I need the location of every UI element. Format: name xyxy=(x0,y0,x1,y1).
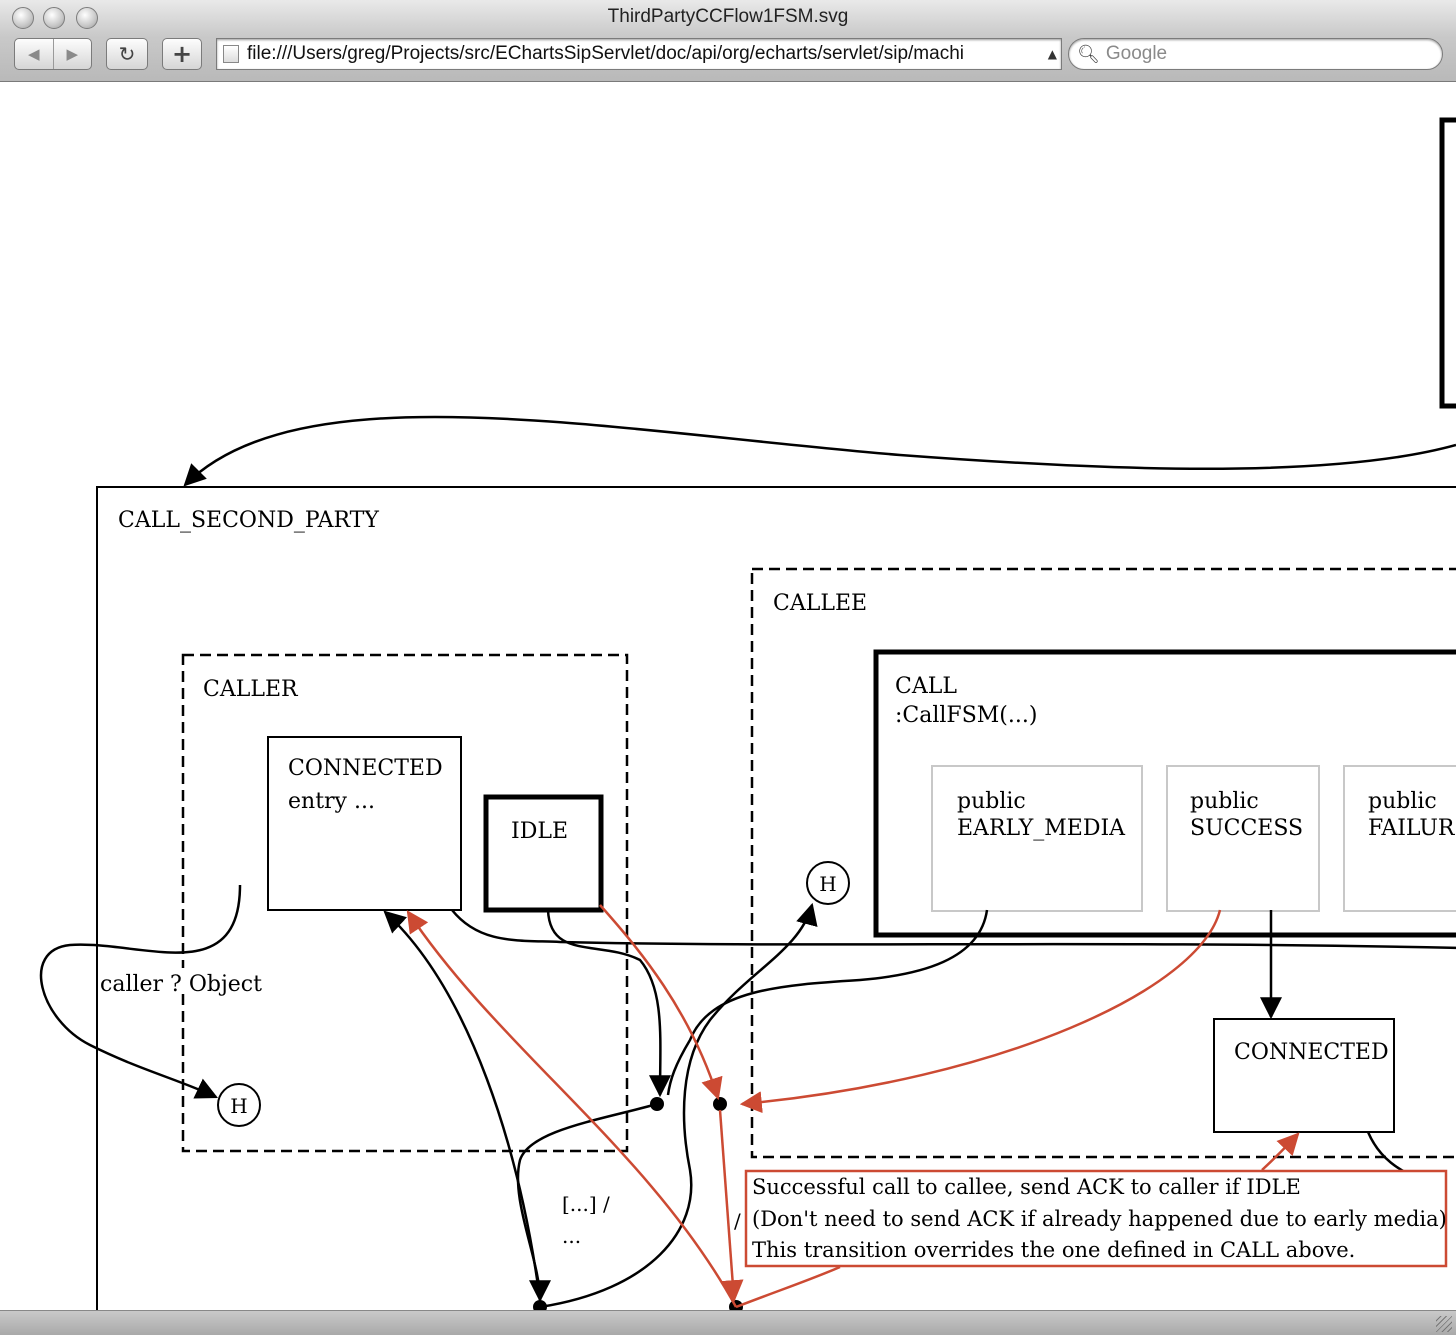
state-callee-connected-label: CONNECTED xyxy=(1234,1040,1389,1065)
transition-edge xyxy=(539,902,818,1309)
state-call-label: CALL xyxy=(895,674,957,699)
reload-button[interactable]: ↻ xyxy=(106,38,148,70)
add-bookmark-button[interactable]: + xyxy=(162,38,202,70)
exit-state-failure-label: FAILUR xyxy=(1368,816,1456,841)
resize-grip-icon[interactable] xyxy=(1436,1316,1452,1332)
history-node-caller xyxy=(217,1083,261,1127)
exit-state-early-media-modifier: public xyxy=(957,789,1026,814)
junction-dot xyxy=(713,1097,727,1111)
minimize-window-icon[interactable] xyxy=(43,7,65,29)
transition-note-line3: This transition overrides the one define… xyxy=(752,1238,1355,1262)
highlighted-transition-edge xyxy=(599,904,723,1101)
transition-label-slash: / xyxy=(734,1209,741,1233)
transition-edge xyxy=(666,909,989,1096)
state-call-type: :CallFSM(...) xyxy=(895,703,1037,728)
highlighted-transition-edge xyxy=(1261,1132,1300,1171)
history-node-caller-label: H xyxy=(230,1094,247,1118)
history-node-callee-label: H xyxy=(819,872,836,896)
transition-note xyxy=(744,1169,1448,1268)
highlighted-transition-edge xyxy=(739,909,1222,1114)
window-title: ThirdPartyCCFlow1FSM.svg xyxy=(607,6,849,27)
plus-icon: + xyxy=(171,40,193,68)
state-machine-diagram: CALL_SECOND_PARTY CALLEE CALLER CONNECTE… xyxy=(39,117,1456,1310)
address-bar[interactable]: file:///Users/greg/Projects/src/EChartsS… xyxy=(216,38,1062,70)
exit-state-early-media xyxy=(931,765,1143,912)
transition-edge xyxy=(39,884,242,1099)
transition-edge xyxy=(383,910,542,1301)
exit-state-success-label: SUCCESS xyxy=(1190,816,1303,841)
search-icon[interactable]: 🔍︎ xyxy=(1077,43,1100,65)
state-idle xyxy=(483,794,604,913)
back-arrow-icon[interactable]: ◀ xyxy=(27,45,40,63)
highlighted-transition-edge xyxy=(406,910,738,1308)
highlighted-transition-edge xyxy=(735,1265,841,1309)
state-callee-connected xyxy=(1213,1018,1395,1133)
transition-label-action: ... xyxy=(562,1224,581,1248)
state-caller-connected-label: CONNECTED xyxy=(288,756,443,781)
back-forward-buttons: ◀ ▶ xyxy=(14,38,92,70)
offscreen-state-box xyxy=(1439,117,1456,409)
state-caller-connected xyxy=(267,736,462,911)
transition-label-caller-object: caller ? Object xyxy=(100,972,262,997)
close-window-icon[interactable] xyxy=(12,7,34,29)
transition-label-guard: [...] / xyxy=(562,1192,610,1216)
transition-edge xyxy=(183,415,1456,487)
url-text[interactable]: file:///Users/greg/Projects/src/EChartsS… xyxy=(247,43,964,64)
exit-state-failure-modifier: public xyxy=(1368,789,1437,814)
state-caller-connected-entry: entry ... xyxy=(288,789,375,814)
transition-note-line1: Successful call to callee, send ACK to c… xyxy=(752,1175,1301,1199)
transition-note-line2: (Don't need to send ACK if already happe… xyxy=(752,1207,1447,1231)
highlighted-transition-edge xyxy=(718,1109,744,1303)
reload-icon: ↻ xyxy=(118,42,136,66)
exit-state-failure xyxy=(1343,765,1456,912)
state-call xyxy=(873,649,1456,938)
transition-edge xyxy=(451,909,1456,950)
state-callee xyxy=(750,567,1456,1159)
file-page-icon xyxy=(223,45,239,63)
state-idle-label: IDLE xyxy=(511,819,568,844)
label-background xyxy=(100,968,250,994)
history-node-callee xyxy=(806,861,850,905)
state-call-second-party-label: CALL_SECOND_PARTY xyxy=(118,508,379,533)
window-status-bar xyxy=(0,1310,1456,1335)
exit-state-success xyxy=(1166,765,1320,912)
search-placeholder: Google xyxy=(1105,43,1168,64)
exit-state-early-media-label: EARLY_MEDIA xyxy=(957,816,1126,841)
exit-state-success-modifier: public xyxy=(1190,789,1259,814)
window-titlebar: ThirdPartyCCFlow1FSM.svg ◀ ▶ ↻ + file://… xyxy=(0,0,1456,82)
zoom-window-icon[interactable] xyxy=(76,7,98,29)
transition-edge xyxy=(546,909,672,1098)
state-callee-label: CALLEE xyxy=(773,591,867,616)
state-caller xyxy=(181,653,629,1153)
back-forward-divider xyxy=(52,39,54,69)
forward-arrow-icon[interactable]: ▶ xyxy=(66,45,79,63)
state-call-second-party xyxy=(96,486,1456,1310)
search-field[interactable]: 🔍︎ Google xyxy=(1068,38,1443,70)
url-dropdown-icon[interactable]: ▲ xyxy=(1047,47,1057,61)
state-caller-label: CALLER xyxy=(203,677,299,702)
